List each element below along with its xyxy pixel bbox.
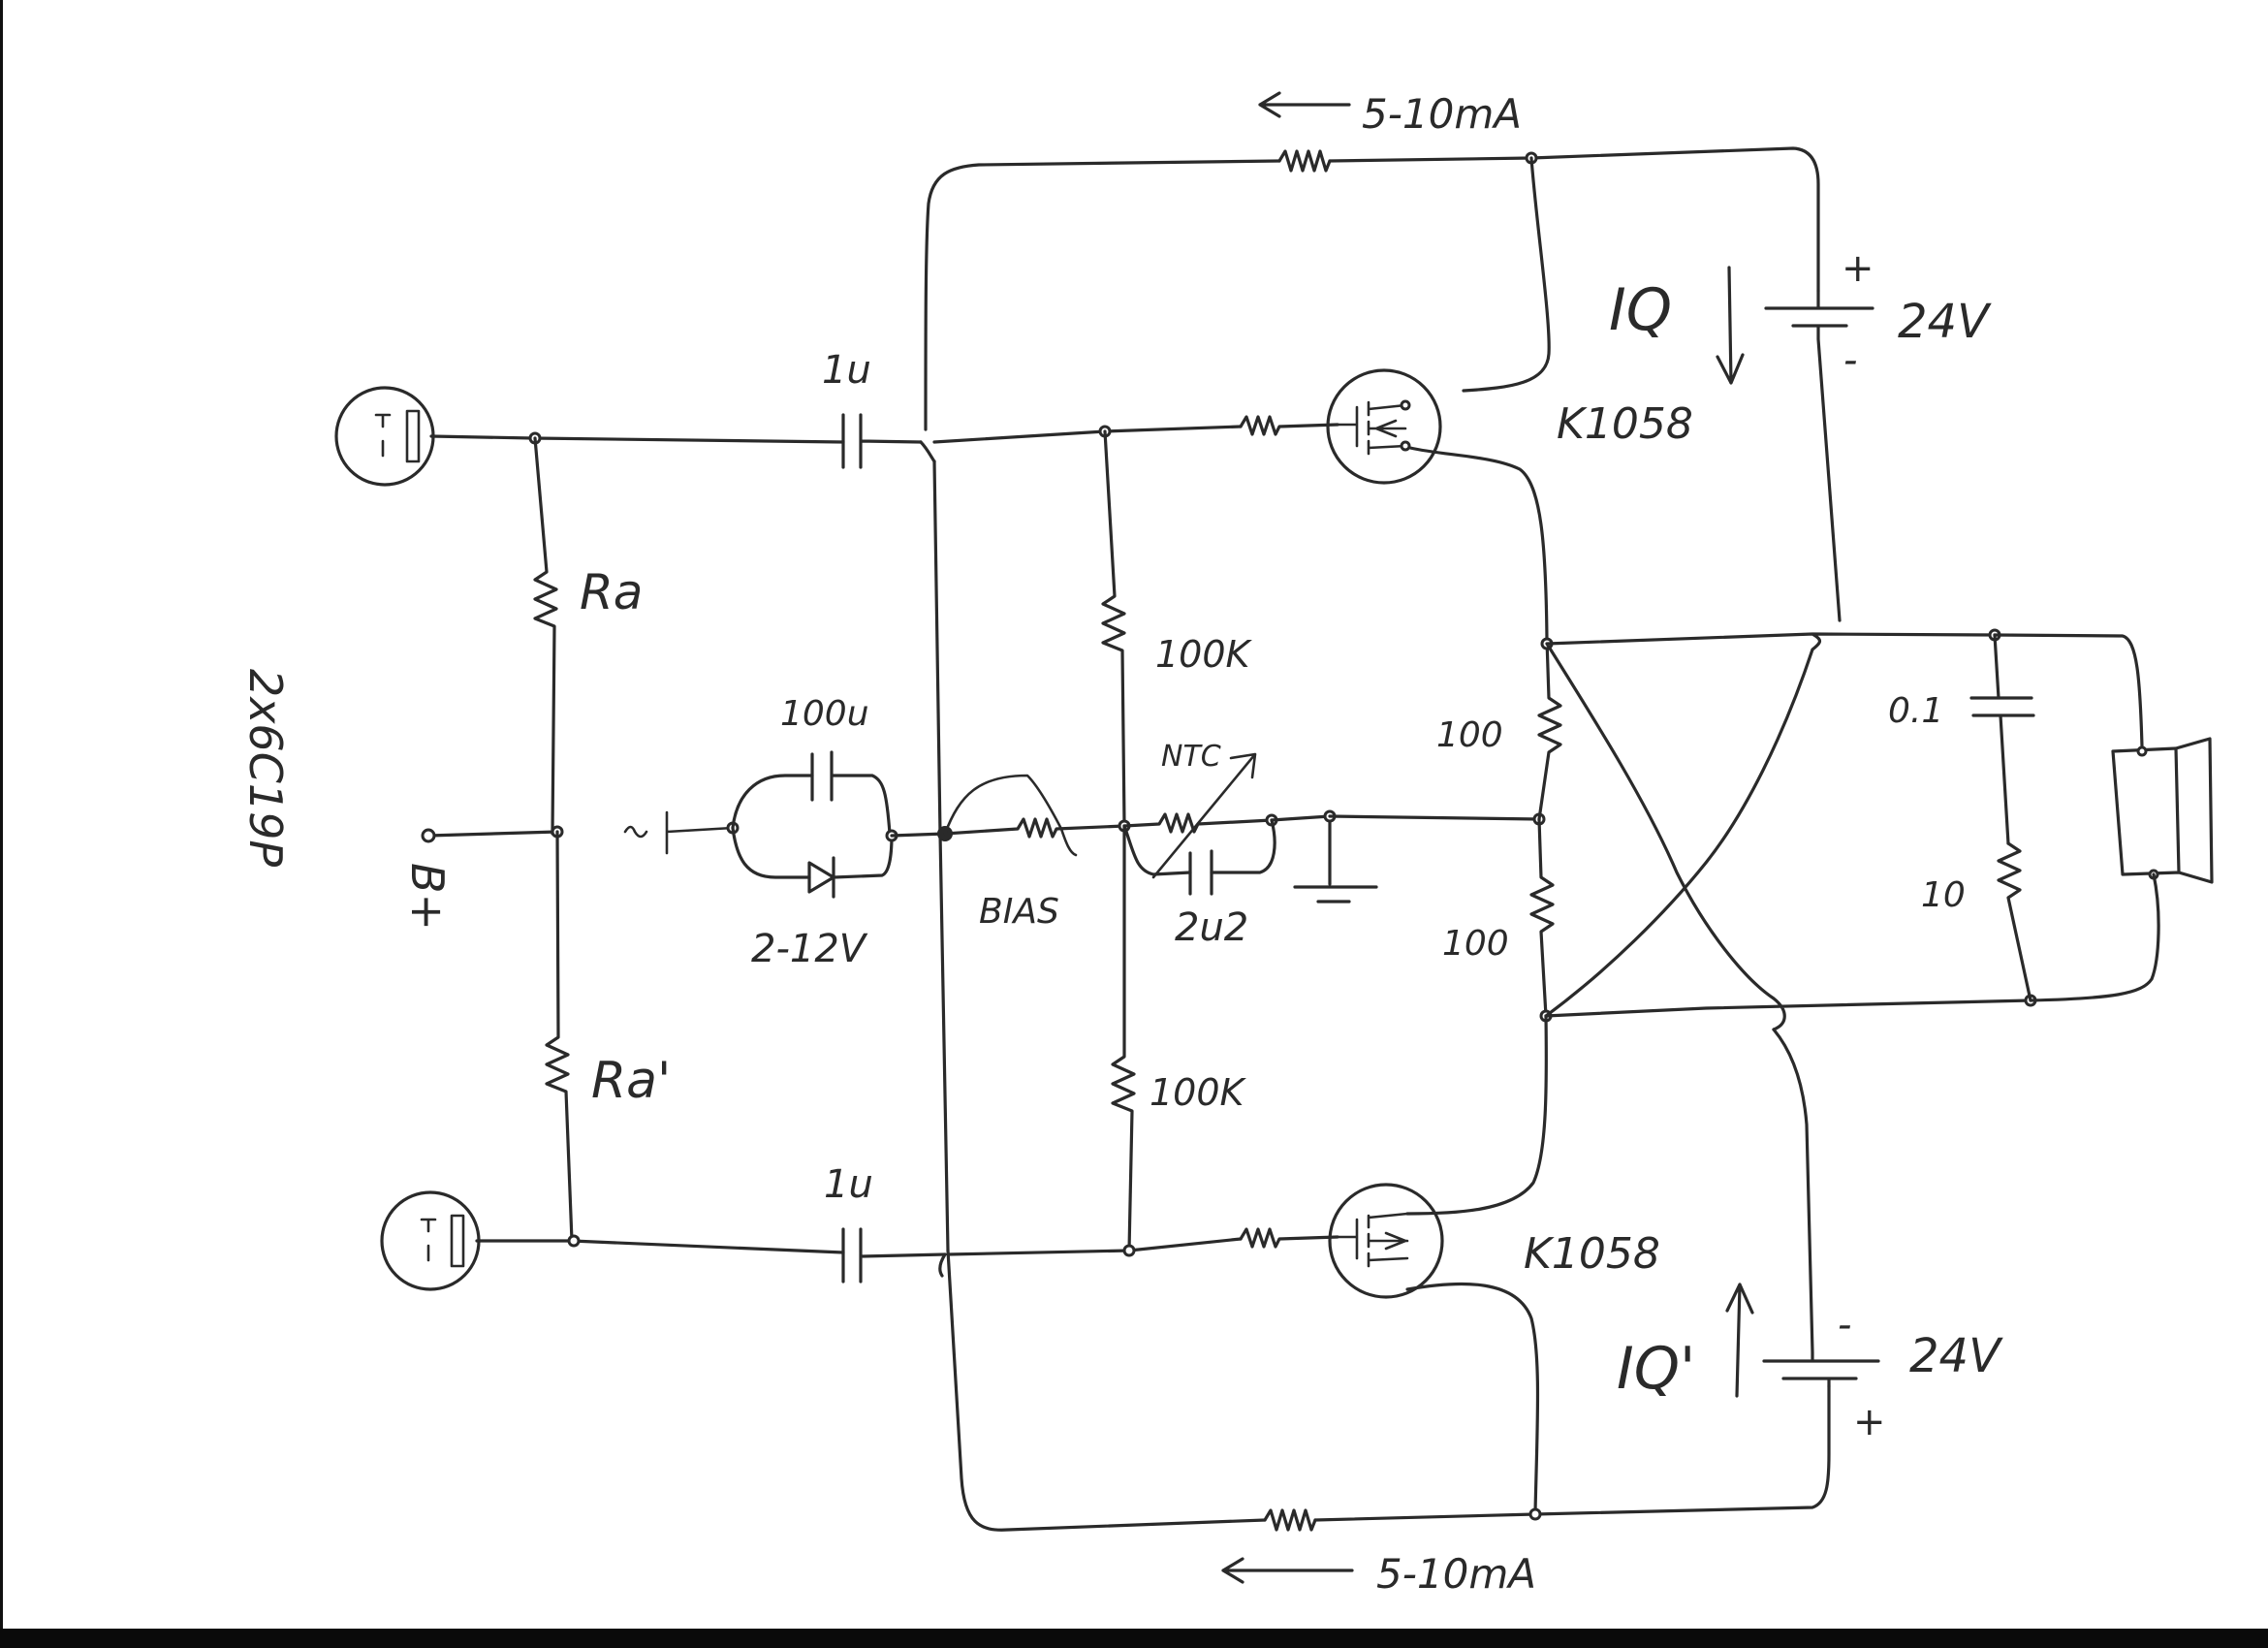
mosfet-bottom-symbol — [1336, 1212, 1409, 1268]
r-100k-top — [1101, 429, 1126, 826]
speaker-wire-bottom — [2029, 872, 2160, 1002]
output-cross — [1544, 632, 2032, 1031]
bias-loop-top — [731, 774, 814, 830]
gate-bottom-resistor — [1239, 1227, 1339, 1249]
bottom-supply-resistor — [1263, 1508, 1317, 1532]
r-100-top — [1537, 638, 1562, 821]
source-top-wire — [1408, 446, 1549, 642]
bias-pot-wiper — [943, 774, 1078, 857]
bias-wire-to-rail — [890, 832, 947, 838]
cap-1u-top — [841, 413, 923, 469]
tube-bottom-electrodes — [420, 1214, 465, 1268]
label-zobel-res: 10 — [1921, 875, 1966, 915]
cap-2u2-wire — [1122, 818, 1276, 876]
cap-2u2 — [1188, 849, 1213, 896]
label-mosfet-top: K1058 — [1557, 399, 1693, 449]
top-supply-wire-right — [1328, 146, 1820, 293]
bottom-grid-line-b — [938, 1237, 1243, 1278]
battery-top — [1764, 289, 1874, 622]
speaker-wire-top — [1993, 633, 2144, 748]
cap-100u — [810, 750, 892, 836]
mosfet-top — [1326, 368, 1442, 485]
tube-top-electrodes — [374, 409, 421, 463]
label-iq-bottom: IQ' — [1617, 1335, 1695, 1403]
page-edge — [0, 0, 3, 1633]
speaker-pin-top — [2136, 745, 2148, 757]
mosfet-top-pin-s — [1400, 440, 1411, 452]
mosfet-bottom — [1328, 1183, 1444, 1299]
current-arrow-bottom — [1221, 1557, 1354, 1584]
label-mosfet-bottom: K1058 — [1524, 1229, 1660, 1279]
label-zener: 2-12V — [751, 927, 868, 971]
label-iq-top: IQ — [1609, 276, 1672, 344]
iq-bottom-arrow — [1725, 1283, 1754, 1398]
zener-diode — [807, 834, 894, 899]
label-cap-bottom: 1u — [824, 1162, 873, 1207]
mosfet-top-pin-d — [1400, 399, 1411, 411]
r-100k-bottom — [1111, 824, 1136, 1252]
node-gate-bottom — [1122, 1244, 1136, 1257]
node-bottom-right — [1528, 1507, 1542, 1521]
zobel-res — [1997, 841, 2032, 1002]
battery-bottom — [1762, 1028, 1880, 1388]
ra-bottom-wire — [545, 830, 574, 1243]
label-minus-bottom: - — [1838, 1303, 1851, 1347]
ntc-arrow — [1151, 752, 1257, 879]
label-current-bottom: 5-10mA — [1376, 1550, 1536, 1598]
label-r-gate-bottom: 100K — [1150, 1071, 1247, 1114]
source-bottom-wire — [1405, 1282, 1540, 1514]
label-supply-top: 24V — [1898, 295, 1992, 349]
label-plus-bottom: + — [1853, 1400, 1886, 1444]
iq-top-arrow — [1716, 266, 1745, 385]
label-zobel-cap: 0.1 — [1888, 691, 1943, 731]
label-ntc: NTC — [1161, 740, 1221, 774]
bottom-supply-wire-right — [1313, 1384, 1831, 1522]
bplus-wire — [426, 830, 559, 838]
label-bias: BIAS — [979, 892, 1059, 932]
r-100-bottom — [1529, 817, 1555, 1018]
zobel-cap — [1969, 633, 2035, 845]
ntc-resistor — [1122, 812, 1274, 834]
drain-top-wire — [1462, 156, 1551, 393]
label-r-src-top: 100 — [1436, 715, 1503, 755]
scan-border — [0, 1629, 2268, 1648]
label-cap-ntc: 2u2 — [1175, 905, 1248, 950]
bottom-grid-line-a — [475, 1239, 845, 1254]
node-ra-bottom — [567, 1234, 581, 1248]
mid-to-output-wire — [1328, 814, 1541, 821]
bottom-supply-wire-left — [946, 1249, 1267, 1532]
bplus-terminal — [421, 828, 436, 843]
top-grid-line-a — [429, 434, 845, 444]
top-supply-resistor — [1277, 149, 1332, 173]
label-cap-top: 1u — [822, 348, 871, 393]
bias-pot — [943, 817, 1126, 839]
label-current-top: 5-10mA — [1362, 90, 1522, 138]
ground-wire — [1270, 814, 1378, 903]
label-cap-bias: 100u — [780, 694, 869, 734]
cap-1u-bottom — [841, 1227, 947, 1284]
label-r-src-bottom: 100 — [1442, 924, 1509, 964]
label-plus-top: + — [1842, 246, 1874, 291]
ra-top-wire — [533, 436, 558, 836]
bias-loop-bottom — [731, 826, 811, 879]
bias-source-symbol — [623, 810, 735, 855]
label-supply-bottom: 24V — [1909, 1329, 2003, 1383]
mosfet-top-symbol — [1336, 400, 1407, 456]
label-ra-bottom: Ra' — [591, 1052, 671, 1110]
top-supply-wire-left — [924, 159, 1281, 431]
gate-top-resistor — [1239, 415, 1339, 436]
drain-bottom-wire — [1405, 1014, 1548, 1216]
label-minus-top: - — [1843, 338, 1857, 383]
rail-left — [932, 460, 950, 1252]
label-ra-top: Ra — [580, 564, 643, 620]
label-b-plus: B+ — [401, 863, 454, 931]
speaker — [2111, 737, 2214, 884]
label-tube-type: 2x6C19P — [239, 669, 292, 867]
label-r-gate-top: 100K — [1155, 633, 1253, 676]
top-grid-line-b — [919, 425, 1243, 463]
current-arrow-top — [1258, 91, 1351, 118]
